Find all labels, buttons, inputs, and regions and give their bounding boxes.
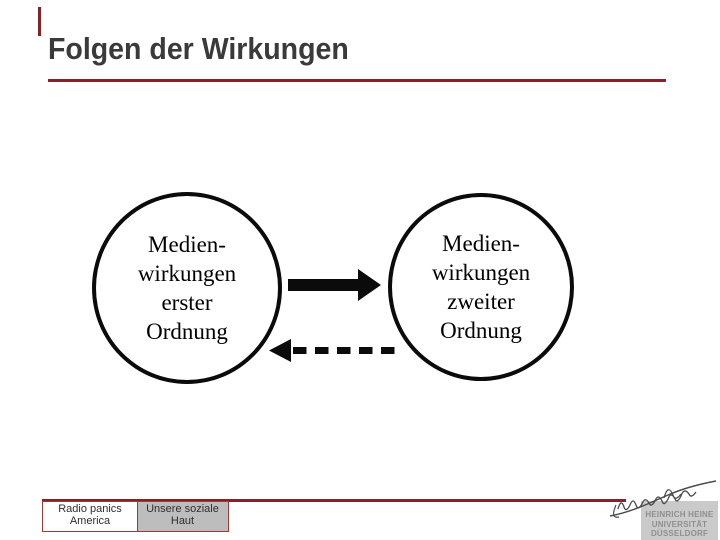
- university-logo-line: DÜSSELDORF: [650, 529, 709, 538]
- footer-nav: Radio panics America Unsere soziale Haut: [42, 501, 229, 532]
- top-left-accent-tick: [38, 7, 41, 36]
- dashed-left-arrow-icon: [269, 339, 402, 362]
- node-label-line: zweiter: [447, 289, 515, 314]
- university-logo-line: HEINRICH HEINE: [645, 510, 714, 519]
- footer-item-label-line: America: [69, 514, 111, 527]
- footer-item-label-line: Haut: [170, 514, 195, 527]
- node-label-line: Medien-: [148, 232, 226, 257]
- node-label-line: wirkungen: [431, 260, 531, 285]
- footer-item-radio-panics[interactable]: Radio panics America: [42, 501, 138, 532]
- node-label-line: Ordnung: [440, 318, 522, 343]
- node-label-line: Ordnung: [146, 319, 228, 344]
- node-label-line: erster: [161, 290, 213, 315]
- university-logo: HEINRICH HEINE UNIVERSITÄT DÜSSELDORF: [641, 501, 718, 540]
- footer-item-label-line: Unsere soziale: [146, 503, 219, 515]
- node-label-line: Medien-: [442, 231, 520, 256]
- footer-item-unsere-soziale-haut[interactable]: Unsere soziale Haut: [136, 501, 229, 532]
- diagram-node-second-order: Medien- wirkungen zweiter Ordnung: [388, 193, 574, 381]
- footer-line: [42, 499, 626, 502]
- diagram-node-first-order: Medien- wirkungen erster Ordnung: [92, 192, 282, 384]
- page-title: Folgen der Wirkungen: [48, 31, 349, 66]
- footer-item-label-line: Radio panics: [58, 503, 122, 515]
- title-underline: [48, 79, 666, 82]
- signature-icon: [609, 480, 717, 518]
- solid-right-arrow-icon: [288, 269, 381, 301]
- university-logo-line: UNIVERSITÄT: [651, 519, 708, 529]
- node-label-line: wirkungen: [137, 261, 237, 286]
